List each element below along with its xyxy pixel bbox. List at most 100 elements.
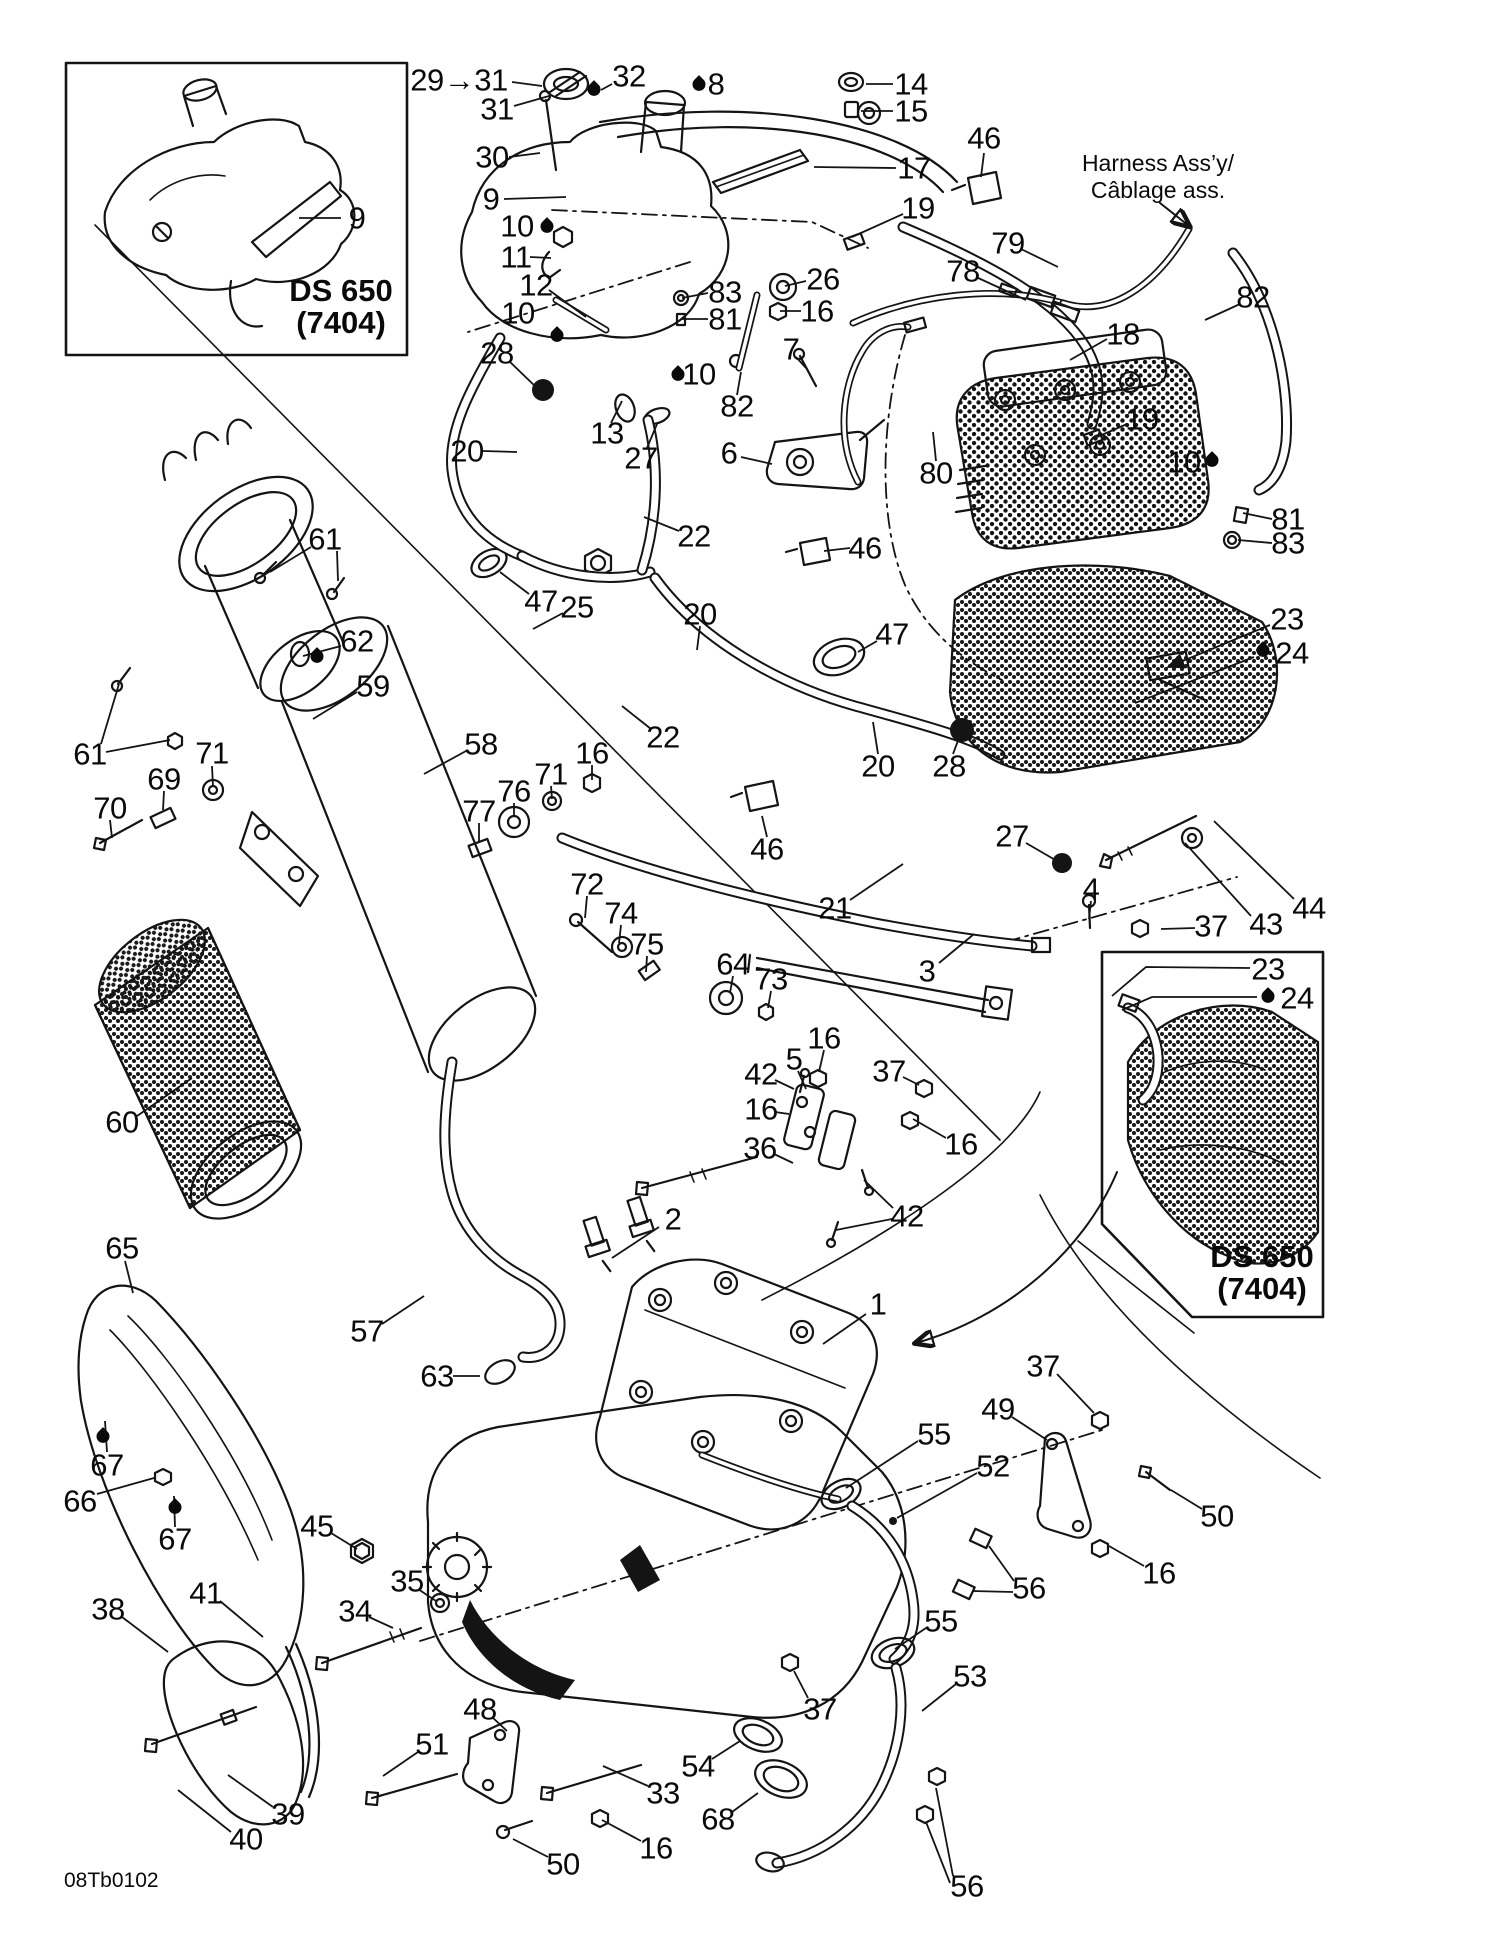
leader-line-20	[696, 625, 701, 651]
leader-line-61	[336, 550, 339, 582]
callout-25: 25	[560, 589, 594, 625]
leader-line-37	[793, 1670, 809, 1699]
leader-line-53	[921, 1683, 957, 1712]
callout-37: 37	[1194, 908, 1228, 944]
callout-27: 27	[995, 818, 1029, 854]
callout-37: 37	[803, 1691, 837, 1727]
construction-lines	[94, 209, 1321, 1642]
oil-drop-icon	[584, 80, 604, 99]
callout-5: 5	[785, 1041, 803, 1077]
callout-73: 73	[754, 961, 788, 997]
callout-44: 44	[1292, 890, 1326, 926]
engine-bottom	[421, 1195, 907, 1719]
callout-10: 10	[682, 356, 716, 392]
leader-line-42	[863, 1179, 894, 1209]
leader-line-69	[162, 790, 165, 811]
engine-top	[948, 328, 1279, 939]
leader-line-51	[382, 1751, 419, 1777]
callout-56: 56	[1012, 1570, 1046, 1606]
leader-line-41	[219, 1600, 264, 1638]
leader-line-56	[988, 1545, 1015, 1582]
wire-clips	[729, 170, 1003, 813]
callout-20: 20	[450, 433, 484, 469]
leader-line-11	[529, 256, 552, 259]
callout-32: 32	[612, 58, 646, 94]
callout-16: 16	[744, 1091, 778, 1127]
leader-line-28	[952, 729, 963, 755]
callout-67: 67	[90, 1447, 124, 1483]
callout-16: 16	[807, 1020, 841, 1056]
leader-line-45	[330, 1532, 358, 1550]
callout-31: 31	[480, 91, 514, 127]
callout-68: 68	[701, 1801, 735, 1837]
exhaust-pipes	[698, 1451, 993, 1873]
leader-line-19	[851, 213, 904, 238]
callout-17: 17	[897, 150, 931, 186]
callout-23: 23	[1270, 601, 1304, 637]
callout-16: 16	[944, 1126, 978, 1162]
callout-35: 35	[390, 1563, 424, 1599]
callout-16: 16	[639, 1830, 673, 1866]
leader-line-4	[1088, 900, 1092, 920]
callout-28: 28	[932, 748, 966, 784]
leader-line-50	[1170, 1489, 1203, 1510]
callout-3: 3	[918, 953, 936, 989]
callout-74: 74	[604, 895, 638, 931]
callout-4: 4	[1082, 871, 1100, 907]
leader-line-28	[508, 360, 538, 389]
leader-line-24	[1121, 996, 1257, 1011]
leader-line-43	[1184, 842, 1252, 917]
inset-box-top-left	[64, 61, 409, 357]
spark-plug	[582, 1215, 612, 1273]
leader-line-23	[1166, 624, 1271, 669]
callout-22: 22	[677, 518, 711, 554]
callout-50: 50	[1200, 1498, 1234, 1534]
inset-variant-label: (7404)	[296, 305, 386, 340]
leader-line-12	[548, 289, 587, 318]
callout-69: 69	[147, 761, 181, 797]
leader-line-66	[96, 1477, 155, 1495]
leader-line-74	[618, 924, 622, 944]
oil-drop-icon	[537, 217, 557, 236]
callout-51: 51	[415, 1726, 449, 1762]
leader-line-37	[902, 1076, 920, 1086]
callout-54: 54	[681, 1748, 715, 1784]
leader-line-83	[1237, 539, 1273, 544]
leader-line-40	[177, 1789, 232, 1833]
inset-model-label: DS 650	[289, 273, 393, 308]
leader-line-35	[417, 1588, 437, 1602]
leader-line-64	[729, 975, 734, 994]
leader-line-6	[740, 456, 773, 465]
leader-line-46	[823, 547, 851, 552]
heat-shields	[77, 1284, 321, 1826]
callout-83: 83	[708, 274, 742, 310]
callout-2: 2	[664, 1201, 682, 1237]
leader-line-31	[513, 95, 550, 107]
harness-wires	[840, 225, 1193, 486]
oil-drop-icon	[165, 1498, 185, 1517]
callout-13: 13	[590, 415, 624, 451]
inset-variant-label: (7404)	[1217, 1271, 1307, 1306]
callout-34: 34	[338, 1593, 372, 1629]
callout-53: 53	[953, 1658, 987, 1694]
callout-50: 50	[546, 1846, 580, 1882]
callout-83: 83	[1271, 525, 1305, 561]
callout-76: 76	[497, 773, 531, 809]
inset-box-bottom-right	[1100, 950, 1325, 1319]
callout-39: 39	[271, 1796, 305, 1832]
leader-line-52	[896, 1472, 978, 1519]
leader-line-7	[795, 356, 807, 369]
leader-line-26	[784, 280, 807, 287]
callout-19: 19	[1125, 401, 1159, 437]
callout-77: 77	[462, 793, 496, 829]
callout-71: 71	[195, 735, 229, 771]
callout-81: 81	[708, 301, 742, 337]
leader-line-57	[381, 1295, 425, 1325]
callout-22: 22	[646, 719, 680, 755]
leader-line-1	[822, 1313, 867, 1345]
callout-42: 42	[744, 1056, 778, 1092]
leader-line-79	[1020, 248, 1059, 268]
oil-drop-icon	[689, 75, 709, 94]
callout-70: 70	[93, 790, 127, 826]
